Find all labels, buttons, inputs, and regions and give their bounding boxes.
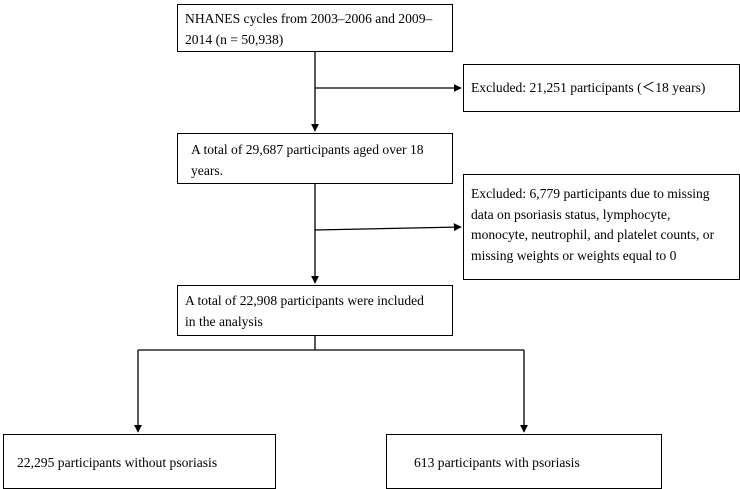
excluded-age-line-1: Excluded: 21,251 participants (＜18 years… bbox=[471, 80, 706, 95]
excluded-missing-line-3: monocyte, neutrophil, and platelet count… bbox=[471, 227, 715, 242]
excluded-age-node: Excluded: 21,251 participants (＜18 years… bbox=[463, 64, 740, 112]
excluded-missing-line-1: Excluded: 6,779 participants due to miss… bbox=[471, 186, 710, 201]
source-node: NHANES cycles from 2003–2006 and 2009– 2… bbox=[177, 4, 453, 52]
source-line-1: NHANES cycles from 2003–2006 and 2009– bbox=[185, 11, 433, 26]
excluded-missing-line-4: missing weights or weights equal to 0 bbox=[471, 247, 677, 263]
source-line-2: 2014 (n = 50,938) bbox=[185, 32, 284, 47]
included-node: A total of 22,908 participants were incl… bbox=[177, 285, 453, 336]
excluded-missing-line-2: data on psoriasis status, lymphocyte, bbox=[471, 206, 671, 222]
included-line-2: in the analysis bbox=[185, 314, 263, 329]
connector-to-excluded-missing bbox=[314, 223, 462, 232]
with-psoriasis-node: 613 participants with psoriasis bbox=[386, 434, 662, 489]
with-psoriasis-line-1: 613 participants with psoriasis bbox=[414, 455, 580, 470]
adults-line-1: A total of 29,687 participants aged over… bbox=[191, 142, 424, 157]
adults-line-2: years. bbox=[191, 163, 224, 178]
excluded-missing-node: Excluded: 6,779 participants due to miss… bbox=[463, 174, 740, 280]
included-line-1: A total of 22,908 participants were incl… bbox=[185, 293, 424, 308]
without-psoriasis-line-1: 22,295 participants without psoriasis bbox=[17, 455, 218, 470]
without-psoriasis-node: 22,295 participants without psoriasis bbox=[3, 434, 276, 489]
adults-node: A total of 29,687 participants aged over… bbox=[177, 133, 453, 184]
